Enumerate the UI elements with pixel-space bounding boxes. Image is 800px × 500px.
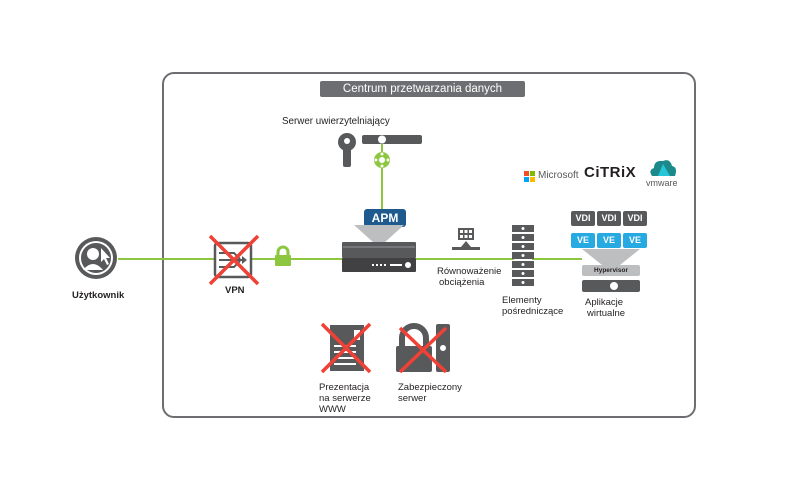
- apm-appliance-icon: [342, 225, 416, 272]
- secure-server-label-1: Zabezpieczony: [398, 382, 462, 393]
- lock-icon: [275, 245, 291, 266]
- load-balancer-icon: [452, 228, 480, 250]
- vmware-cloud-icon: [650, 160, 676, 176]
- datacenter-frame: [162, 72, 696, 418]
- link-user-vpn: [118, 258, 214, 260]
- ve-badge: VE: [571, 233, 595, 248]
- web-presentation-cross-icon: [320, 322, 372, 374]
- link-auth-apm: [381, 140, 383, 210]
- microsoft-logo-text: Microsoft: [538, 170, 579, 181]
- web-presentation-label-3: WWW: [319, 404, 346, 415]
- link-vpn-apm: [252, 258, 344, 260]
- vdi-badge: VDI: [623, 211, 647, 226]
- ve-badge: VE: [597, 233, 621, 248]
- user-cursor-icon: [75, 237, 117, 279]
- vpn-label: VPN: [225, 285, 245, 296]
- secure-server-icon: [396, 323, 450, 372]
- hypervisor-host-icon: [582, 280, 640, 292]
- vdi-badge: VDI: [571, 211, 595, 226]
- hypervisor-label: Hypervisor: [582, 265, 640, 276]
- key-server-icon: [338, 133, 422, 167]
- server-stack-icon: [512, 225, 534, 286]
- virtual-apps-label-2: wirtualne: [587, 308, 626, 319]
- load-balancing-label-2: obciążenia: [439, 277, 485, 288]
- link-proxies-apps: [532, 258, 582, 260]
- proxies-label-1: Elementy: [502, 295, 542, 306]
- vpn-cross-icon: [208, 234, 260, 286]
- hypervisor-funnel-icon: [582, 249, 640, 265]
- proxies-label-2: pośredniczące: [502, 306, 564, 317]
- apm-badge: APM: [364, 209, 406, 227]
- link-apm-proxies: [414, 258, 514, 260]
- web-presentation-label-1: Prezentacja: [319, 382, 370, 393]
- virtual-apps-label-1: Aplikacje: [585, 297, 624, 308]
- auth-connector-icon: [374, 152, 390, 168]
- secure-server-cross-icon: [398, 326, 448, 374]
- secure-server-label-2: serwer: [398, 393, 427, 404]
- vmware-logo-text: vmware: [646, 178, 678, 188]
- datacenter-title: Centrum przetwarzania danych: [320, 81, 525, 97]
- user-label: Użytkownik: [72, 290, 125, 301]
- citrix-logo: CiTRiX: [584, 164, 637, 181]
- load-balancing-label-1: Równoważenie: [437, 266, 502, 277]
- auth-server-label: Serwer uwierzytelniający: [282, 116, 390, 127]
- vdi-badge: VDI: [597, 211, 621, 226]
- microsoft-logo-icon: [524, 171, 535, 182]
- ve-badge: VE: [623, 233, 647, 248]
- web-presentation-label-2: na serwerze: [319, 393, 371, 404]
